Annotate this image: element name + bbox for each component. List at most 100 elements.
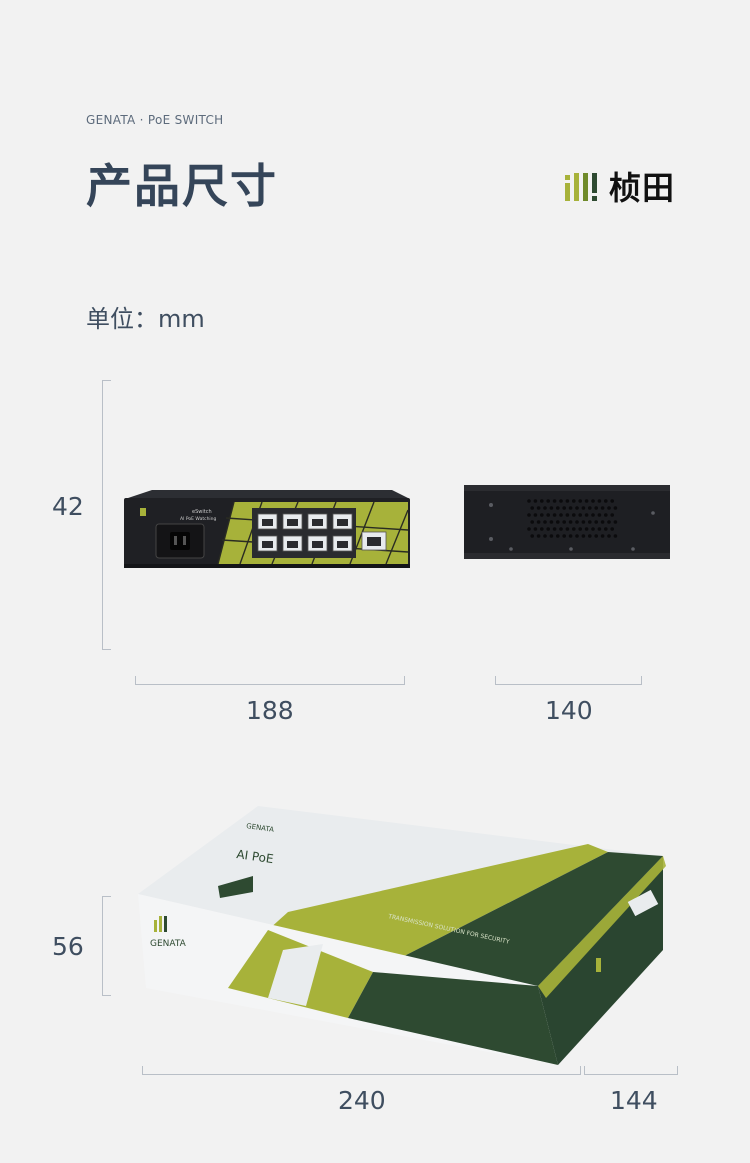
vent-hole — [552, 513, 557, 517]
vent-hole — [559, 499, 563, 503]
vent-hole — [588, 534, 592, 538]
vent-hole — [613, 506, 618, 510]
vent-hole — [546, 513, 550, 517]
box-width-bracket — [584, 1066, 678, 1075]
vent-hole — [581, 520, 586, 524]
vent-hole — [607, 534, 611, 538]
vent-hole — [533, 513, 538, 517]
vent-hole — [543, 520, 547, 524]
switch-model-line1: eSwitch — [192, 509, 212, 515]
vent-hole — [572, 499, 576, 503]
vent-hole — [527, 527, 531, 531]
vent-hole — [604, 527, 608, 531]
vent-hole — [591, 513, 595, 517]
vent-hole — [581, 506, 586, 510]
vent-hole — [584, 499, 589, 503]
brand-logo-text: 桢田 — [609, 169, 676, 207]
vent-hole — [600, 506, 605, 510]
box-brand-top: GENATA — [246, 822, 275, 834]
vent-hole — [594, 520, 598, 524]
vent-hole — [546, 499, 550, 503]
vent-hole — [578, 513, 582, 517]
vent-hole — [533, 499, 538, 503]
vent-hole — [610, 513, 614, 517]
vent-hole — [536, 520, 541, 524]
vent-hole — [540, 527, 544, 531]
box-height-bracket — [102, 896, 111, 996]
switch-side-image — [464, 485, 670, 559]
vent-hole — [613, 534, 618, 538]
vent-hole — [594, 534, 598, 538]
front-width-bracket — [135, 676, 405, 685]
box-height-label: 56 — [52, 932, 84, 961]
vent-hole — [546, 527, 550, 531]
vent-hole — [584, 527, 589, 531]
vent-hole — [549, 506, 554, 510]
vent-hole — [568, 520, 573, 524]
vent-hole — [572, 513, 576, 517]
vent-hole — [588, 520, 592, 524]
vent-hole — [549, 520, 554, 524]
vent-hole — [597, 499, 602, 503]
vent-hole — [540, 499, 544, 503]
vent-hole — [581, 534, 586, 538]
switch-front-width-label: 188 — [246, 696, 294, 725]
vent-hole — [591, 499, 595, 503]
switch-side-depth-label: 140 — [545, 696, 593, 725]
vent-hole — [556, 506, 560, 510]
vent-hole — [613, 520, 618, 524]
vent-hole — [610, 527, 614, 531]
box-length-bracket — [142, 1066, 581, 1075]
vent-hole — [597, 527, 602, 531]
vent-hole — [530, 520, 534, 524]
vent-hole — [556, 534, 560, 538]
vent-hole — [527, 499, 531, 503]
vent-hole — [562, 520, 566, 524]
vent-hole — [607, 520, 611, 524]
vent-hole — [543, 534, 547, 538]
brand-mark-icon — [565, 173, 597, 201]
vent-hole — [530, 534, 534, 538]
vent-hole — [604, 499, 608, 503]
box-width-label: 144 — [610, 1086, 658, 1115]
vent-hole — [565, 513, 570, 517]
vent-hole — [552, 527, 557, 531]
vent-hole — [575, 534, 579, 538]
eyebrow-text: GENATA · PoE SWITCH — [86, 113, 224, 127]
vent-hole — [591, 527, 595, 531]
height-bracket — [102, 380, 111, 650]
vent-hole — [578, 499, 582, 503]
side-depth-bracket — [495, 676, 642, 685]
vent-hole — [559, 513, 563, 517]
vent-hole — [600, 520, 605, 524]
vent-hole — [559, 527, 563, 531]
vent-hole — [543, 506, 547, 510]
switch-model-line2: AI PoE Watching — [180, 516, 217, 522]
vent-hole — [575, 520, 579, 524]
vent-hole — [607, 506, 611, 510]
box-length-label: 240 — [338, 1086, 386, 1115]
vent-hole — [552, 499, 557, 503]
vent-hole — [556, 520, 560, 524]
vent-hole — [540, 513, 544, 517]
box-ai-poe: AI PoE — [236, 847, 275, 866]
vent-hole — [610, 499, 614, 503]
vent-hole — [588, 506, 592, 510]
vent-hole — [584, 513, 589, 517]
vent-hole — [536, 506, 541, 510]
vent-hole — [533, 527, 538, 531]
vent-hole — [568, 534, 573, 538]
vent-hole — [600, 534, 605, 538]
vent-hole — [565, 527, 570, 531]
vent-hole — [572, 527, 576, 531]
vent-hole — [562, 534, 566, 538]
vent-hole — [562, 506, 566, 510]
vent-hole — [568, 506, 573, 510]
vent-hole — [597, 513, 602, 517]
vent-hole — [527, 513, 531, 517]
box-brand-front: GENATA — [150, 939, 187, 949]
vent-hole — [578, 527, 582, 531]
vent-hole — [575, 506, 579, 510]
vent-hole — [604, 513, 608, 517]
switch-front-image: eSwitch AI PoE Watching — [124, 490, 410, 568]
